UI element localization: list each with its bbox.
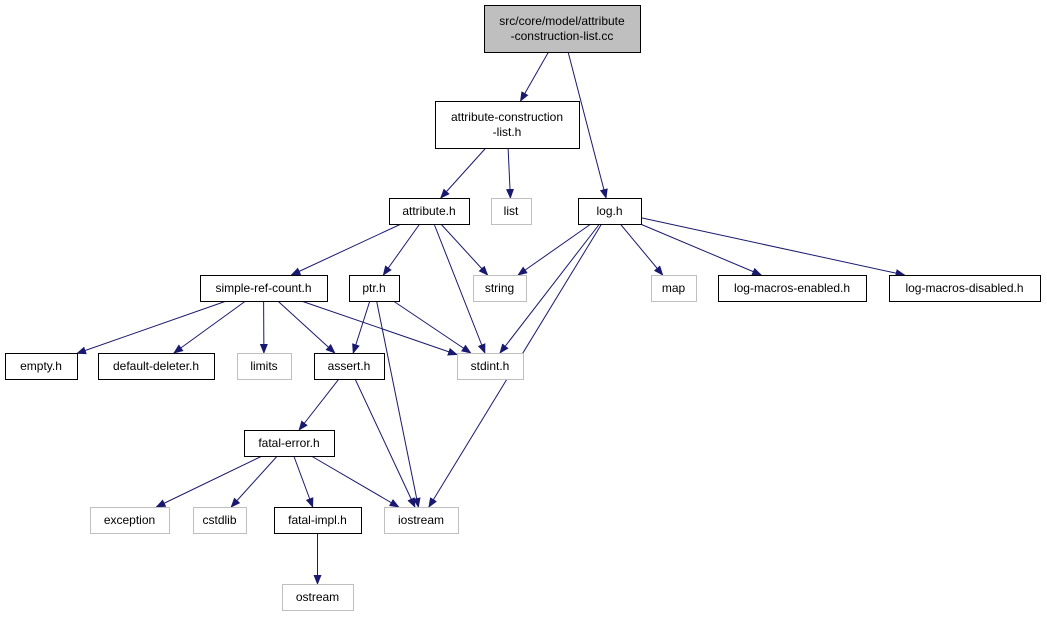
node-box xyxy=(484,5,641,53)
edge-root-to-log xyxy=(567,51,608,199)
node-label: log-macros-enabled.h xyxy=(734,281,850,295)
node-box xyxy=(651,275,697,302)
node-empty[interactable]: empty.h xyxy=(5,353,78,380)
node-box xyxy=(237,353,292,380)
node-lme[interactable]: log-macros-enabled.h xyxy=(718,275,867,302)
node-box xyxy=(389,198,470,225)
edge-log-to-lmd xyxy=(640,217,906,278)
node-exception: exception xyxy=(90,507,170,534)
node-box xyxy=(5,353,78,380)
edge-assert-to-iostream xyxy=(354,378,416,508)
node-box xyxy=(349,275,400,302)
edge-acl-to-attribute xyxy=(440,147,487,199)
node-label: fatal-impl.h xyxy=(288,513,347,527)
edge-src-to-empty xyxy=(76,300,227,355)
node-label: stdint.h xyxy=(471,359,510,373)
node-box xyxy=(282,584,354,611)
node-src[interactable]: simple-ref-count.h xyxy=(200,275,328,302)
node-label: src/core/model/attribute xyxy=(499,14,625,28)
edge-log-to-stdint xyxy=(499,223,600,354)
node-box xyxy=(274,507,362,534)
node-limits: limits xyxy=(237,353,292,380)
node-label: empty.h xyxy=(20,359,62,373)
edge-fatal-to-cstdlib xyxy=(230,455,278,508)
node-label: cstdlib xyxy=(202,513,236,527)
node-lmd[interactable]: log-macros-disabled.h xyxy=(889,275,1041,302)
node-label: attribute-construction xyxy=(451,110,563,124)
edge-acl-to-list xyxy=(505,147,514,199)
edge-src-to-stdint xyxy=(301,300,458,356)
edge-attribute-to-ptr xyxy=(382,223,421,276)
edge-src-to-assert xyxy=(277,300,336,354)
edge-attribute-to-src xyxy=(290,223,402,276)
node-box xyxy=(491,198,532,225)
node-label: -list.h xyxy=(493,125,522,139)
node-map: map xyxy=(651,275,697,302)
node-box xyxy=(889,275,1041,302)
node-cstdlib: cstdlib xyxy=(193,507,247,534)
node-log[interactable]: log.h xyxy=(578,198,642,225)
node-box xyxy=(98,353,215,380)
node-fatal[interactable]: fatal-error.h xyxy=(244,430,335,457)
node-box xyxy=(384,507,459,534)
nodes-layer: src/core/model/attribute-construction-li… xyxy=(5,5,1041,611)
node-stdint: stdint.h xyxy=(457,353,524,380)
node-box xyxy=(473,275,527,302)
edge-log-to-lme xyxy=(640,223,763,276)
node-attribute[interactable]: attribute.h xyxy=(389,198,470,225)
edge-attribute-to-stdint xyxy=(433,223,486,354)
node-label: log.h xyxy=(596,204,622,218)
node-label: simple-ref-count.h xyxy=(215,281,311,295)
node-label: assert.h xyxy=(328,359,371,373)
node-label: string xyxy=(485,281,514,295)
node-box xyxy=(578,198,642,225)
node-box xyxy=(200,275,328,302)
edge-root-to-acl xyxy=(520,51,549,102)
edge-ptr-to-assert xyxy=(352,300,371,354)
node-box xyxy=(457,353,524,380)
node-label: attribute.h xyxy=(402,204,455,218)
node-label: default-deleter.h xyxy=(113,359,199,373)
edge-fatal-to-fimpl xyxy=(293,455,314,508)
edge-fatal-to-exception xyxy=(155,455,263,508)
node-ptr[interactable]: ptr.h xyxy=(349,275,400,302)
node-assert[interactable]: assert.h xyxy=(314,353,385,380)
edge-attribute-to-string xyxy=(440,223,489,276)
edge-log-to-string xyxy=(517,223,592,276)
node-label: map xyxy=(662,281,686,295)
node-label: limits xyxy=(250,359,277,373)
node-label: list xyxy=(504,204,519,218)
edge-ptr-to-iostream xyxy=(376,300,421,508)
node-box xyxy=(193,507,247,534)
node-label: ptr.h xyxy=(362,281,385,295)
node-box xyxy=(90,507,170,534)
node-label: log-macros-disabled.h xyxy=(905,281,1023,295)
edge-src-to-dd xyxy=(173,300,246,354)
node-label: exception xyxy=(104,513,155,527)
node-label: fatal-error.h xyxy=(258,436,319,450)
edge-fatal-to-iostream xyxy=(311,455,400,508)
node-box xyxy=(244,430,335,457)
node-dd[interactable]: default-deleter.h xyxy=(98,353,215,380)
node-label: ostream xyxy=(296,590,339,604)
node-list: list xyxy=(491,198,532,225)
node-box xyxy=(435,101,580,149)
node-root[interactable]: src/core/model/attribute-construction-li… xyxy=(484,5,641,53)
node-acl[interactable]: attribute-construction-list.h xyxy=(435,101,580,149)
node-label: -construction-list.cc xyxy=(511,29,614,43)
node-fimpl[interactable]: fatal-impl.h xyxy=(274,507,362,534)
node-ostream: ostream xyxy=(282,584,354,611)
edge-ptr-to-stdint xyxy=(393,300,472,354)
edge-assert-to-fatal xyxy=(298,378,340,431)
node-iostream: iostream xyxy=(384,507,459,534)
node-box xyxy=(314,353,385,380)
node-string: string xyxy=(473,275,527,302)
node-box xyxy=(718,275,867,302)
edge-log-to-map xyxy=(619,223,664,276)
node-label: iostream xyxy=(398,513,444,527)
